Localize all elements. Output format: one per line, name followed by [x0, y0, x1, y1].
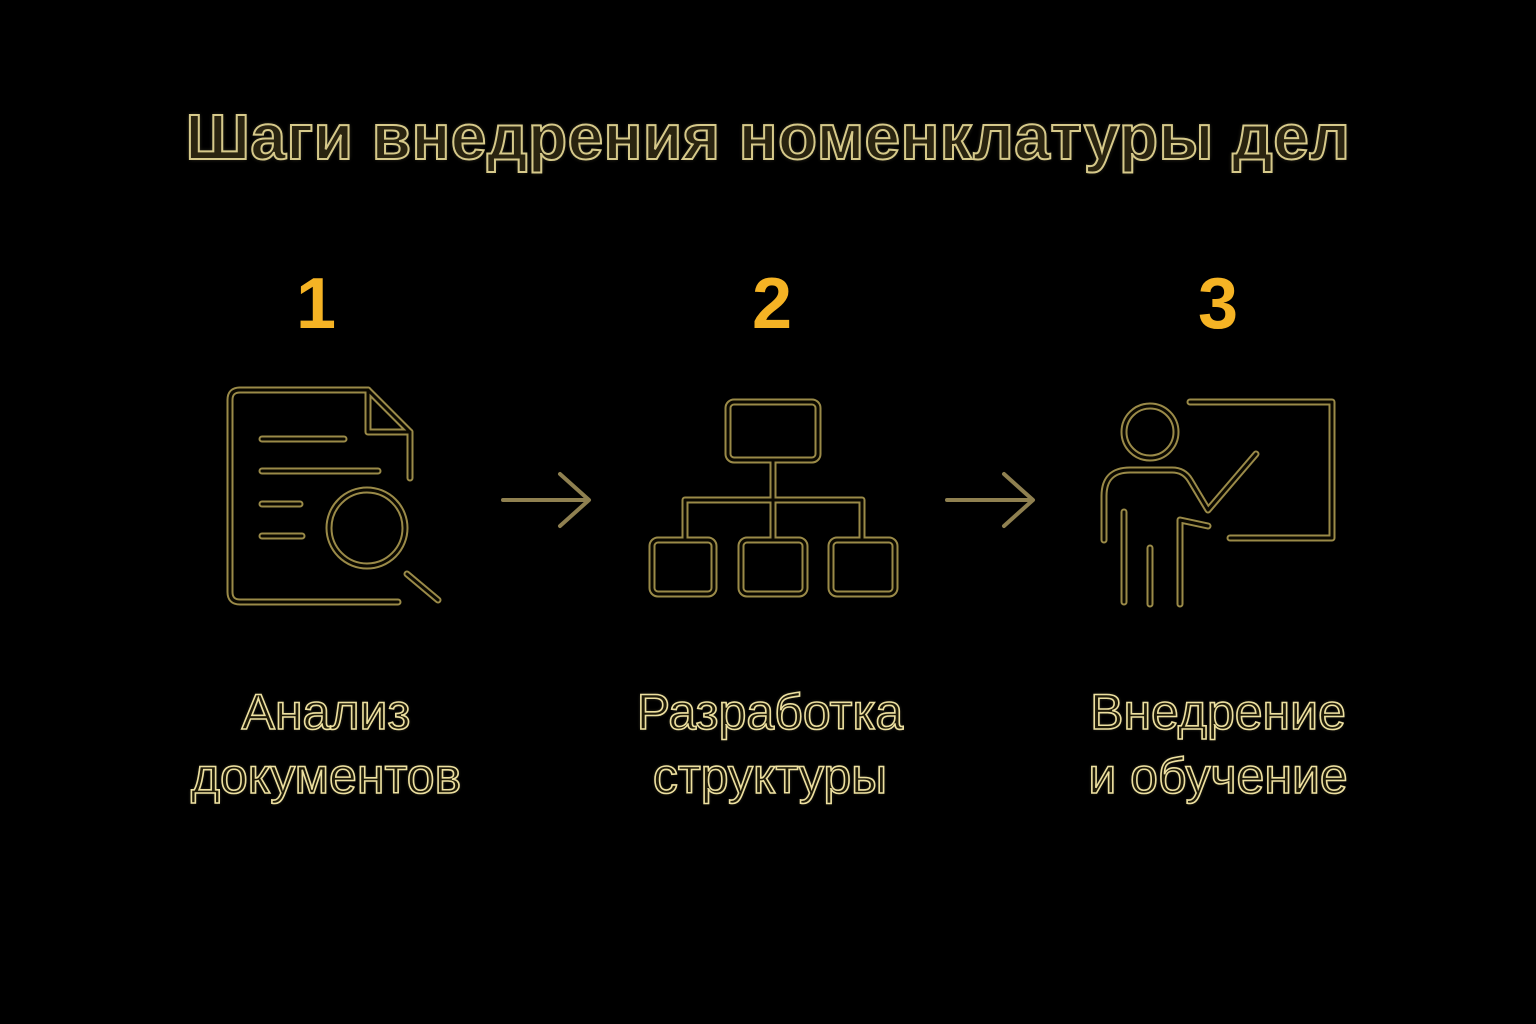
document-search-icon [226, 386, 442, 606]
hierarchy-structure-icon [648, 398, 899, 598]
step-3-label-line1: Внедрение [1089, 683, 1346, 741]
step-1-number: 1 [295, 264, 337, 344]
step-1-label-line2: документов [190, 747, 462, 805]
step-3-number: 3 [1197, 264, 1239, 344]
arrow-right-icon [501, 472, 591, 528]
step-3-label-line2: и обучение [1088, 747, 1349, 805]
step-1-label-line1: Анализ [241, 683, 411, 741]
arrow-right-icon [945, 472, 1035, 528]
step-3-label: Внедрение и обучение [1008, 680, 1428, 808]
teacher-board-icon [1100, 398, 1336, 608]
step-2-label-line1: Разработка [636, 683, 904, 741]
step-2-number: 2 [751, 264, 793, 344]
page-title: Шаги внедрения номенклатуры дел [185, 100, 1351, 174]
step-2-label: Разработка структуры [560, 680, 980, 808]
step-2-label-line2: структуры [652, 747, 888, 805]
step-1-label: Анализ документов [116, 680, 536, 808]
